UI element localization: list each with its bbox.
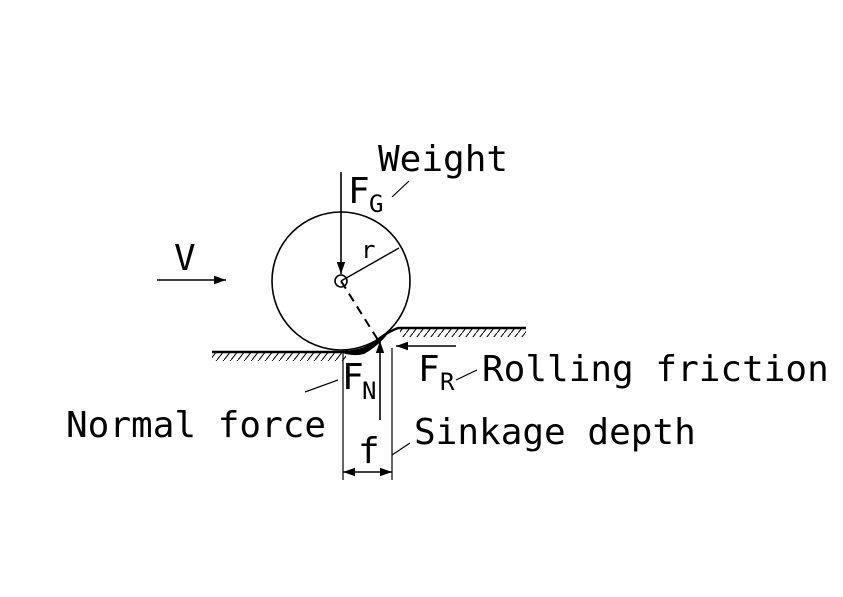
rolling-friction-label: Rolling friction — [482, 349, 829, 390]
fg-symbol: F — [348, 171, 370, 212]
weight-leader-line — [391, 180, 410, 198]
sinkage-depth-label: Sinkage depth — [414, 412, 696, 453]
fr-symbol: F — [418, 349, 440, 390]
contact-region — [340, 330, 391, 356]
normal-force-label: Normal force — [66, 405, 326, 446]
ground-hatch-right — [400, 328, 526, 337]
fn-subscript: N — [362, 377, 376, 405]
velocity-label: V — [174, 238, 196, 279]
sinkage-symbol: f — [358, 431, 380, 472]
radius-label: r — [361, 236, 375, 264]
sinkage-leader-line — [391, 442, 411, 456]
dashed-contact-line — [340, 280, 379, 341]
fg-subscript: G — [369, 190, 383, 218]
wheel-axle — [334, 274, 348, 288]
radius-line — [340, 247, 400, 282]
normal-force-leader-line — [304, 379, 339, 393]
fr-subscript: R — [440, 368, 455, 396]
fn-symbol: F — [342, 357, 364, 398]
ground-hatch-left — [212, 352, 346, 361]
weight-label: Weight — [378, 139, 508, 180]
rolling-friction-leader-line — [455, 369, 478, 381]
